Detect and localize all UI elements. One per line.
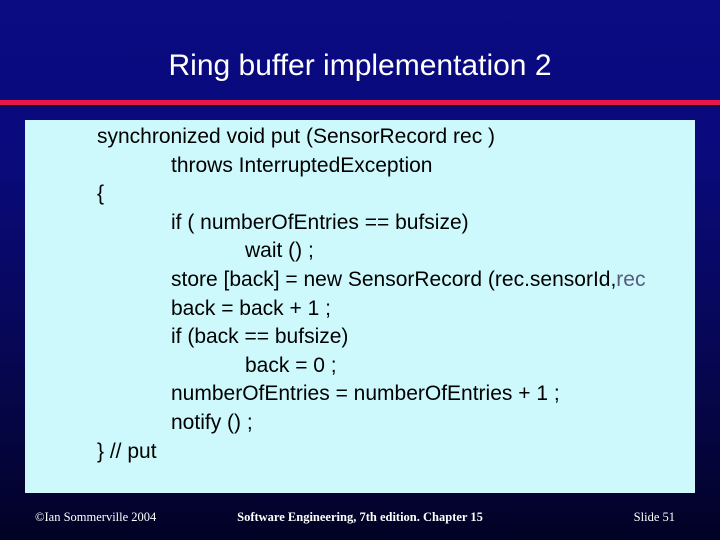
code-line-text: } // put xyxy=(97,439,157,463)
title-divider-rule xyxy=(0,100,720,105)
code-line-text: store [back] = new SensorRecord (rec.sen… xyxy=(171,267,617,291)
footer-book-reference: Software Engineering, 7th edition. Chapt… xyxy=(237,510,483,524)
code-line: notify () ; xyxy=(25,409,695,438)
code-line-text: { xyxy=(97,182,105,206)
code-line-text: back = 0 ; xyxy=(245,353,337,377)
code-line: numberOfEntries = numberOfEntries + 1 ; xyxy=(25,380,695,409)
code-line-text: numberOfEntries = numberOfEntries + 1 ; xyxy=(171,382,560,406)
title-divider-shadow xyxy=(0,105,720,107)
code-line-overflow-text: rec xyxy=(616,267,646,291)
code-text-box: synchronized void put (SensorRecord rec … xyxy=(25,120,695,493)
code-line-text: if ( numberOfEntries == bufsize) xyxy=(171,210,469,234)
footer-slide-number: Slide 51 xyxy=(633,510,675,524)
code-line: back = back + 1 ; xyxy=(25,295,695,324)
code-line-text: throws InterruptedException xyxy=(171,153,433,177)
slide-footer: ©Ian Sommerville 2004 Software Engineeri… xyxy=(0,506,720,532)
code-line-text: back = back + 1 ; xyxy=(171,296,331,320)
code-line: if ( numberOfEntries == bufsize) xyxy=(25,209,695,238)
code-line-text: synchronized void put (SensorRecord rec … xyxy=(97,125,496,148)
code-line-overflowing: store [back] = new SensorRecord (rec.sen… xyxy=(25,266,695,295)
code-line: back = 0 ; xyxy=(25,352,695,381)
code-line-text: wait () ; xyxy=(245,239,314,263)
code-line-text: notify () ; xyxy=(171,410,253,434)
page-title: Ring buffer implementation 2 xyxy=(168,49,552,82)
code-line-text: if (back == bufsize) xyxy=(171,325,349,349)
code-listing: synchronized void put (SensorRecord rec … xyxy=(25,123,695,466)
code-line: if (back == bufsize) xyxy=(25,323,695,352)
code-line: synchronized void put (SensorRecord rec … xyxy=(25,123,695,152)
footer-copyright: ©Ian Sommerville 2004 xyxy=(35,510,157,524)
code-line: throws InterruptedException xyxy=(25,152,695,181)
code-line: } // put xyxy=(25,438,695,467)
code-line: wait () ; xyxy=(25,237,695,266)
title-block: Ring buffer implementation 2 xyxy=(0,48,720,84)
code-line: { xyxy=(25,180,695,209)
